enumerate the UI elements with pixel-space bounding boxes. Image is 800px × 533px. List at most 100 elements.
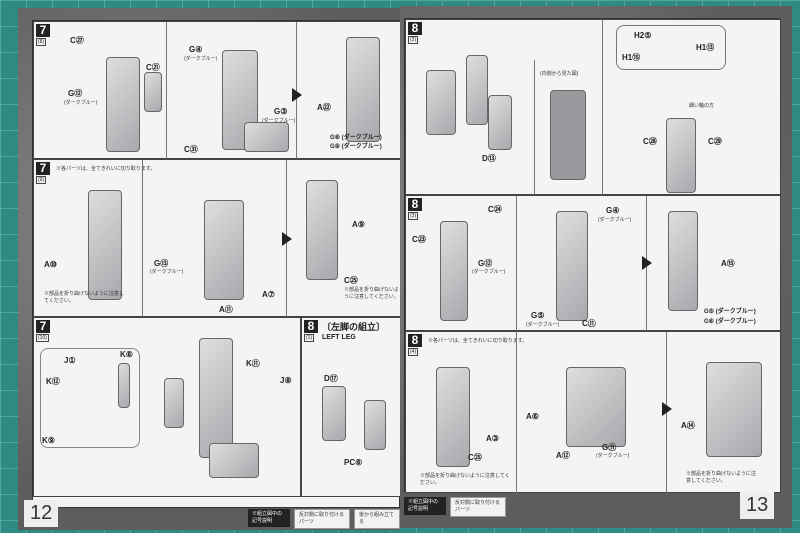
left-page: 7 (8) C㉗ C㉑ G⑫ (ダークブルー) G④ (ダークブルー) G③ (… [18,8,401,530]
step-8-2-panel: 8 (2) D⑬ (内側から見た図) H2⑤ H1⑬ H1⑮ 細い軸の方 C㉘ … [405,19,781,196]
step-number: 8 [408,334,422,347]
part-label: K⑥ [120,350,133,359]
step-7-8-panel: 7 (8) C㉗ C㉑ G⑫ (ダークブルー) G④ (ダークブルー) G③ (… [33,21,401,160]
next-arrow-icon [292,88,302,102]
part-label: C㉕ [468,453,482,462]
part-label: G⑫ [478,259,493,268]
view-caption: (内側から見た図) [540,71,579,77]
part-label: K⑫ [46,377,60,386]
part-illustration [566,367,626,447]
step-sub: (2) [408,36,419,44]
part-illustration [550,90,586,180]
part-illustration [668,211,698,311]
part-label: C㉙ [708,137,722,146]
part-label: D⑬ [482,154,496,163]
step-8-3-panel: 8 (3) C㉓ C㉔ G⑫ (ダークブルー) G④ (ダークブルー) G⑤ (… [405,195,781,332]
part-label: J① [64,356,76,365]
step-number: 7 [36,320,50,333]
part-color: (ダークブルー) [598,217,632,223]
step-8-1-left-leg-panel: 8 (1) 〔左脚の組立〕 LEFT LEG D⑰ PC⑥ [301,317,401,497]
part-label: D⑰ [324,374,338,383]
part-label: K⑪ [246,359,260,368]
part-label: A⑫ [556,451,570,460]
part-label: G⑨ (ダークブルー) [330,144,382,150]
part-label: C㉕ [344,276,358,285]
step-sub: (8) [36,38,47,46]
part-illustration [322,386,346,441]
instruction-note: ※部品を折り曲げないように注意してください。 [344,287,399,300]
part-label: H1⑮ [622,53,641,62]
part-color: (ダークブルー) [262,118,296,124]
part-illustration [556,211,588,321]
part-illustration [164,378,184,428]
legend-opposite-side: 反対側に取り付けるパーツ [294,509,350,529]
part-label: G⑧ (ダークブルー) [330,135,382,141]
part-color: (ダークブルー) [64,100,98,106]
part-label: C㉗ [70,36,84,45]
part-label: C㉔ [488,205,502,214]
part-illustration [488,95,512,150]
part-label: G⑫ [68,89,83,98]
part-illustration [106,57,140,152]
part-label: G③ [274,107,288,116]
instruction-note: 細い軸の方 [689,103,715,109]
step-7-9-panel: 7 (9) ※各パーツは、全てきれいに切り取ります。 A⑩ ※部品を折り曲げない… [33,159,401,318]
part-label: A⑦ [262,290,275,299]
part-label: C㉓ [412,235,426,244]
detail-callout [616,25,726,70]
part-illustration [364,400,386,450]
part-label: G⑤ (ダークブルー) [704,309,756,315]
instruction-note: ※各パーツは、全てきれいに切り取ります。 [56,166,156,172]
legend-title: ※組立図中の記号説明 [248,509,290,527]
part-label: A㉒ [317,103,331,112]
part-label: G⑪ [602,443,617,452]
next-arrow-icon [282,232,292,246]
step-number: 8 [408,198,422,211]
part-label: A⑪ [219,305,233,314]
part-illustration [666,118,696,193]
instruction-note: ※部品を折り曲げないように注意してください。 [420,473,510,486]
step-number: 7 [36,24,50,37]
divider [516,332,517,494]
step-sub: (9) [36,176,47,184]
part-label: H1⑬ [696,43,715,52]
part-illustration [144,72,162,112]
page-number: 13 [740,492,775,519]
step-number: 8 [408,22,422,35]
part-illustration [306,180,338,280]
part-illustration [209,443,259,478]
part-label: G⑤ [531,311,545,320]
step-number: 7 [36,162,50,175]
part-label: A⑭ [681,421,695,430]
part-label: A⑮ [721,259,735,268]
part-color: (ダークブルー) [472,269,506,275]
part-illustration [436,367,470,467]
part-color: (ダークブルー) [150,269,184,275]
part-label: A⑥ [526,412,539,421]
part-label: J⑧ [280,376,292,385]
part-label: A⑨ [352,220,365,229]
page-number: 12 [24,500,59,527]
step-subtitle: LEFT LEG [322,334,356,341]
step-title: 〔左脚の組立〕 [322,322,386,332]
divider [516,196,517,332]
divider [142,160,143,318]
part-label: PC⑥ [344,458,363,467]
left-sheet: 7 (8) C㉗ C㉑ G⑫ (ダークブルー) G④ (ダークブルー) G③ (… [32,20,401,508]
part-illustration [346,37,380,142]
part-label: C⑪ [582,319,596,328]
part-illustration [199,338,233,458]
divider [166,22,167,160]
step-number: 8 [304,320,318,333]
part-label: C㉛ [184,145,198,154]
step-sub: (1) [304,334,315,342]
step-7-10-panel: 7 (10) J① K⑥ K⑫ K⑨ K⑪ J⑧ [33,317,301,497]
part-illustration [440,221,468,321]
right-sheet: 8 (2) D⑬ (内側から見た図) H2⑤ H1⑬ H1⑮ 細い軸の方 C㉘ … [404,18,781,494]
part-label: K⑨ [42,436,55,445]
next-arrow-icon [662,402,672,416]
next-arrow-icon [642,256,652,270]
part-color: (ダークブルー) [596,453,630,459]
part-illustration [88,190,122,300]
step-sub: (10) [36,334,49,342]
